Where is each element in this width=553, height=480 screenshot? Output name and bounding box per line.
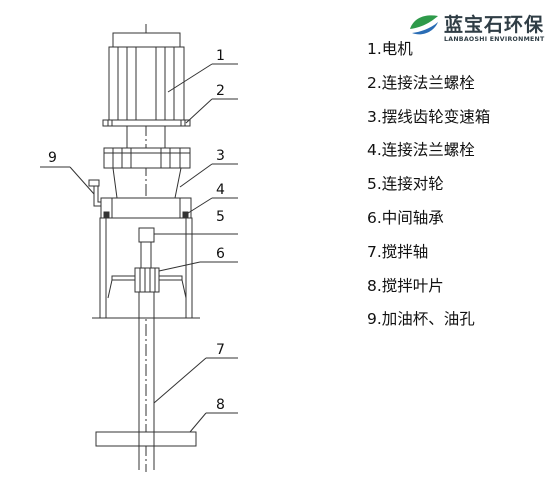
lower-flange-bolts <box>100 197 192 219</box>
callout-1: 1 <box>216 48 225 64</box>
callout-6: 6 <box>216 246 225 262</box>
motor <box>108 32 185 121</box>
legend-item-flange-bolts-upper: 2.连接法兰螺栓 <box>367 73 475 92</box>
callout-5: 5 <box>216 209 225 225</box>
brand-subtitle: LANBAOSHI ENVIRONMENT <box>444 36 545 43</box>
brand-logo: 蓝宝石环保 LANBAOSHI ENVIRONMENT <box>408 10 548 50</box>
legend-item-intermediate-bearing: 6.中间轴承 <box>367 208 444 227</box>
cycloid-gearbox <box>103 147 191 199</box>
callout-7: 7 <box>216 342 225 358</box>
leader-lines <box>40 63 238 433</box>
legend-item-cycloid-gearbox: 3.摆线齿轮变速箱 <box>367 107 491 126</box>
legend-item-impeller-blade: 8.搅拌叶片 <box>367 276 444 295</box>
legend-item-oil-cup: 9.加油杯、油孔 <box>367 310 475 329</box>
motor-flange-bolts <box>102 119 191 127</box>
callout-9: 9 <box>48 150 57 166</box>
intermediate-bearing <box>107 267 187 299</box>
legend-item-motor: 1.电机 <box>367 40 413 58</box>
legend-item-coupling: 5.连接对轮 <box>367 175 444 194</box>
shaft-coupling <box>138 227 155 268</box>
parts-legend: 1.电机 2.连接法兰螺栓 3.摆线齿轮变速箱 4.连接法兰螺栓 5.连接对轮 … <box>367 38 490 342</box>
callout-2: 2 <box>216 83 225 99</box>
leaf-logo-icon <box>410 15 438 35</box>
brand-name: 蓝宝石环保 <box>444 14 545 36</box>
callout-8: 8 <box>216 397 225 413</box>
impeller-blade <box>95 431 197 447</box>
legend-item-flange-bolts-lower: 4.连接法兰螺栓 <box>367 141 475 160</box>
callout-3: 3 <box>216 148 225 164</box>
legend-item-agitator-shaft: 7.搅拌轴 <box>367 242 429 261</box>
callout-4: 4 <box>216 182 225 198</box>
